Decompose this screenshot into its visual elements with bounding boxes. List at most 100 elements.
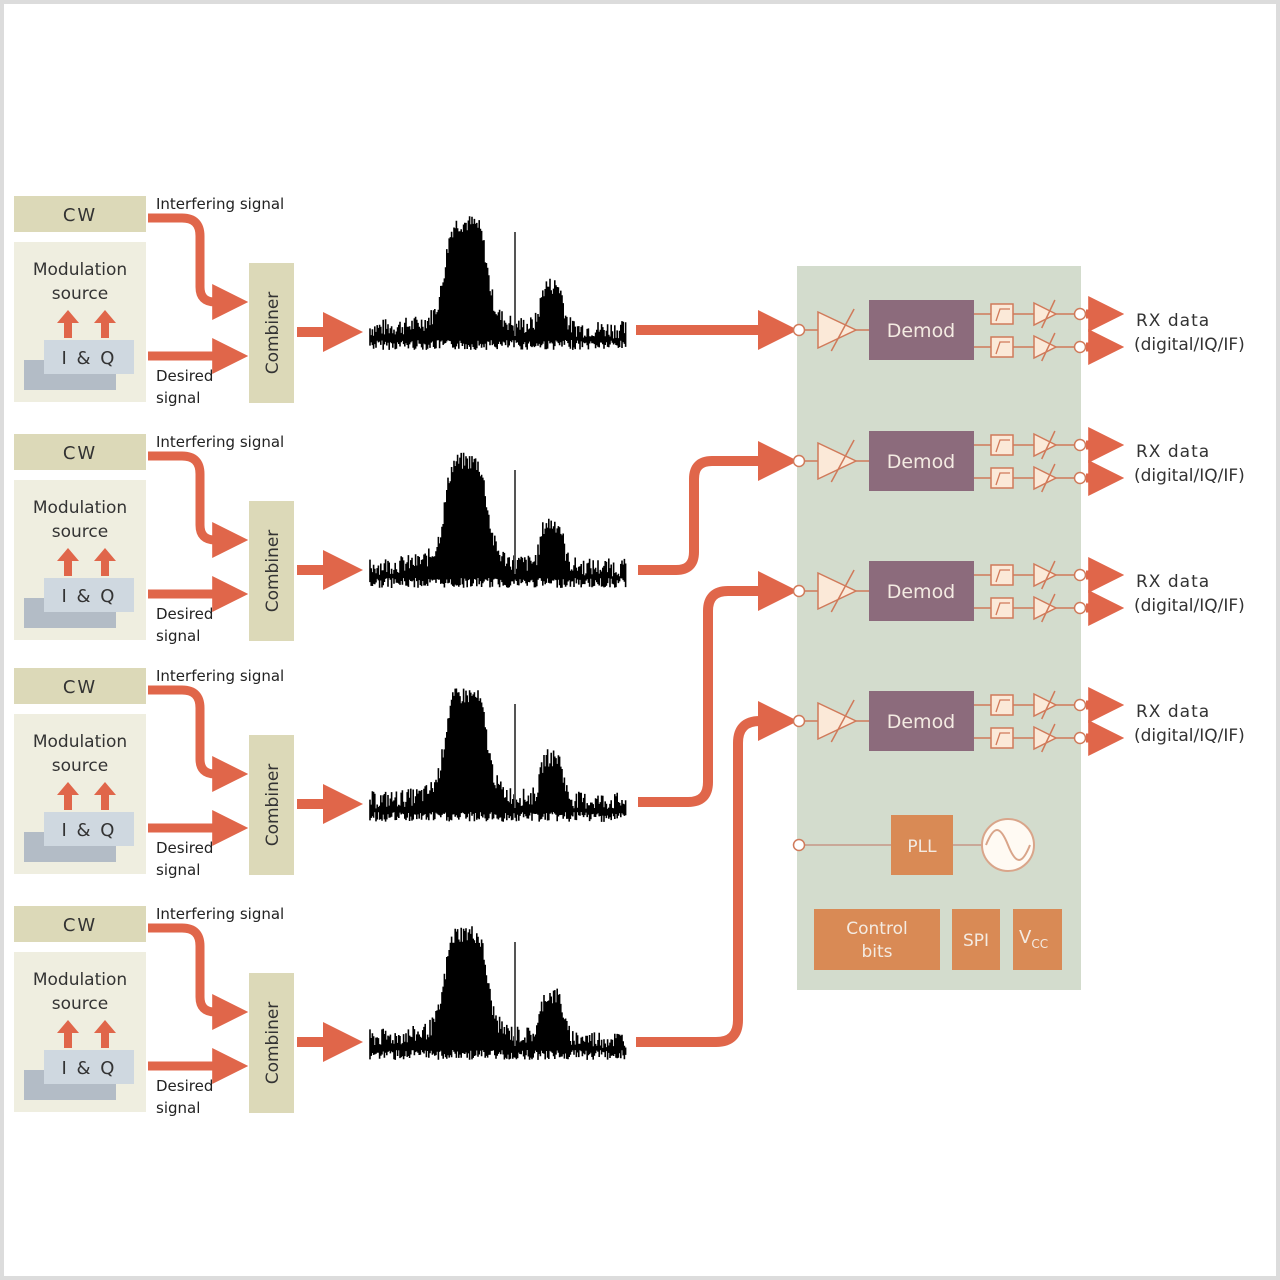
amplifier-icon xyxy=(1033,593,1058,623)
filter-icon xyxy=(990,336,1014,358)
cw-source: CW xyxy=(14,906,146,942)
receive-path: Demod xyxy=(792,299,1087,362)
modulation-label-line1: Modulation xyxy=(33,498,127,518)
port-icon xyxy=(1073,698,1087,712)
spectrum-plot xyxy=(369,452,627,588)
rx-data-label: RX data xyxy=(1136,442,1210,462)
desired-signal-label-line2: signal xyxy=(156,389,200,407)
modulation-label-line1: Modulation xyxy=(33,970,127,990)
vcc-label: VCC xyxy=(1019,927,1048,951)
port-icon xyxy=(1073,438,1087,452)
up-arrow-icon xyxy=(57,310,79,338)
spi-label: SPI xyxy=(963,931,989,951)
modulation-label-line2: source xyxy=(52,756,108,776)
combiner-box xyxy=(249,735,294,875)
combiner-box xyxy=(249,973,294,1113)
signal-route-arrow xyxy=(638,571,798,807)
iq-label: I & Q xyxy=(62,348,117,369)
port-icon xyxy=(1073,340,1087,354)
receive-path: Demod xyxy=(792,560,1087,623)
port-icon xyxy=(1073,307,1087,321)
modulation-label-line1: Modulation xyxy=(33,260,127,280)
amplifier-icon xyxy=(1033,723,1058,753)
interfering-signal-label: Interfering signal xyxy=(156,433,284,451)
combiner-label: Combiner xyxy=(263,530,283,613)
up-arrow-icon xyxy=(57,1020,79,1048)
spi-box xyxy=(952,909,1000,970)
amplifier-icon xyxy=(1033,299,1058,329)
signal-source-group: CW Modulation source I & Q Interfering signa… xyxy=(14,905,294,1117)
modulation-source: Modulation source I & Q xyxy=(14,952,146,1112)
pll-section: PLL xyxy=(792,815,1035,875)
rx-data-format-label: (digital/IQ/IF) xyxy=(1134,466,1245,486)
cw-box xyxy=(14,906,146,942)
combiner: Combiner xyxy=(249,263,294,403)
desired-signal-label-line2: signal xyxy=(156,1099,200,1117)
port-icon xyxy=(1073,471,1087,485)
up-arrow-icon xyxy=(94,782,116,810)
interfering-signal-label: Interfering signal xyxy=(156,195,284,213)
desired-signal-label-line2: signal xyxy=(156,627,200,645)
modulation-label-line2: source xyxy=(52,994,108,1014)
amplifier-icon xyxy=(817,308,858,352)
iq-box xyxy=(44,1050,134,1084)
amplifier-icon xyxy=(817,439,858,483)
up-arrow-icon xyxy=(57,548,79,576)
filter-icon xyxy=(990,303,1014,325)
combiner-label: Combiner xyxy=(263,292,283,375)
port-icon xyxy=(792,584,806,598)
spectrum-trace xyxy=(369,688,627,822)
interfering-signal-arrow xyxy=(148,923,249,1030)
pll-label: PLL xyxy=(907,837,937,857)
amplifier-icon xyxy=(1033,560,1058,590)
desired-signal-label-line1: Desired xyxy=(156,605,213,623)
control-bits-box xyxy=(814,909,940,970)
desired-signal-label-line1: Desired xyxy=(156,367,213,385)
cw-label: CW xyxy=(63,915,97,936)
signal-route-arrow xyxy=(638,441,798,575)
amplifier-icon xyxy=(817,699,858,743)
modulation-source: Modulation source I & Q xyxy=(14,480,146,640)
signal-route-arrow xyxy=(636,701,798,1047)
spectrum-plot xyxy=(369,926,627,1060)
receiver-chip xyxy=(797,266,1081,990)
amplifier-icon xyxy=(1033,430,1058,460)
iq-box xyxy=(44,578,134,612)
cw-box xyxy=(14,668,146,704)
port-icon xyxy=(792,838,806,852)
port-icon xyxy=(1073,731,1087,745)
up-arrow-icon xyxy=(94,548,116,576)
cw-label: CW xyxy=(63,205,97,226)
port-icon xyxy=(792,454,806,468)
combiner-box xyxy=(249,263,294,403)
interfering-signal-label: Interfering signal xyxy=(156,905,284,923)
rx-data-format-label: (digital/IQ/IF) xyxy=(1134,726,1245,746)
demod-box xyxy=(869,561,974,621)
spectrum-trace xyxy=(369,216,627,350)
desired-signal-label-line1: Desired xyxy=(156,839,213,857)
receive-path: Demod xyxy=(792,690,1087,753)
demod-label: Demod xyxy=(887,581,956,603)
interfering-signal-label: Interfering signal xyxy=(156,667,284,685)
vcc-box xyxy=(1013,909,1062,970)
demod-box xyxy=(869,431,974,491)
up-arrow-icon xyxy=(94,310,116,338)
demod-label: Demod xyxy=(887,320,956,342)
control-bits-label-line1: Control xyxy=(846,919,907,939)
iq-label: I & Q xyxy=(62,820,117,841)
amplifier-icon xyxy=(1033,332,1058,362)
filter-icon xyxy=(990,694,1014,716)
combiner: Combiner xyxy=(249,973,294,1113)
iq-label: I & Q xyxy=(62,586,117,607)
pll-box xyxy=(891,815,953,875)
modulation-label-line2: source xyxy=(52,522,108,542)
iq-label: I & Q xyxy=(62,1058,117,1079)
spectrum-trace xyxy=(369,452,627,588)
sine-oscillator-icon xyxy=(981,818,1035,872)
